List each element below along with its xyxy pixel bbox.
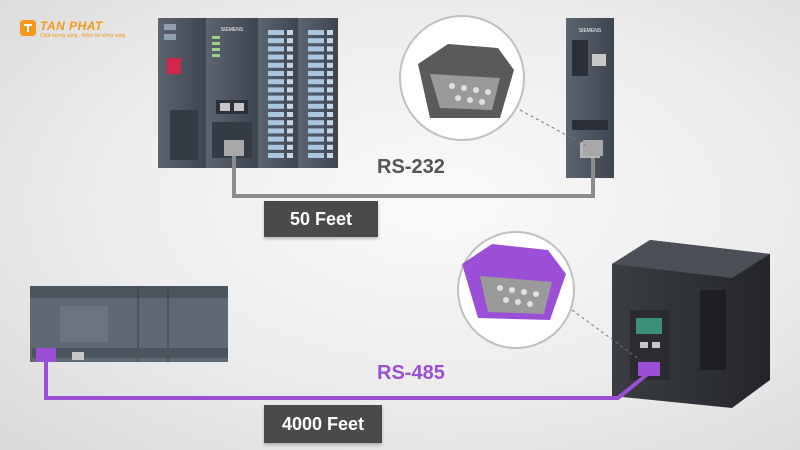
plc-compact-bottom <box>30 286 228 362</box>
brand-logo-icon <box>20 20 36 36</box>
plc-rack-top <box>158 18 338 168</box>
rs485-plug-right <box>638 362 660 376</box>
rs232-plug-left <box>224 140 244 156</box>
rs485-protocol-label: RS-485 <box>377 362 445 384</box>
rs485-distance-label: 4000 Feet <box>264 405 382 443</box>
rs485-plug-left <box>36 348 56 362</box>
brand-name: TAN PHAT <box>40 19 103 33</box>
db9-connector-icon-purple <box>457 231 575 349</box>
remote-vendor: SIEMENS <box>579 28 602 34</box>
rs232-plug-right <box>583 140 603 156</box>
rs232-distance-label: 50 Feet <box>264 201 378 237</box>
brand-tagline: Chất lượng vàng - Niềm tin vững vàng <box>40 33 126 39</box>
plc-top-vendor: SIEMENS <box>221 27 244 33</box>
rs232-protocol-label: RS-232 <box>377 156 445 178</box>
drive-display <box>636 318 662 334</box>
rs232-cable <box>232 150 595 198</box>
rs485-cable <box>44 356 652 400</box>
brand-logo: TAN PHAT Chất lượng vàng - Niềm tin vững… <box>20 20 125 39</box>
power-indicator <box>167 58 181 74</box>
db9-connector-icon-gray <box>399 15 525 141</box>
